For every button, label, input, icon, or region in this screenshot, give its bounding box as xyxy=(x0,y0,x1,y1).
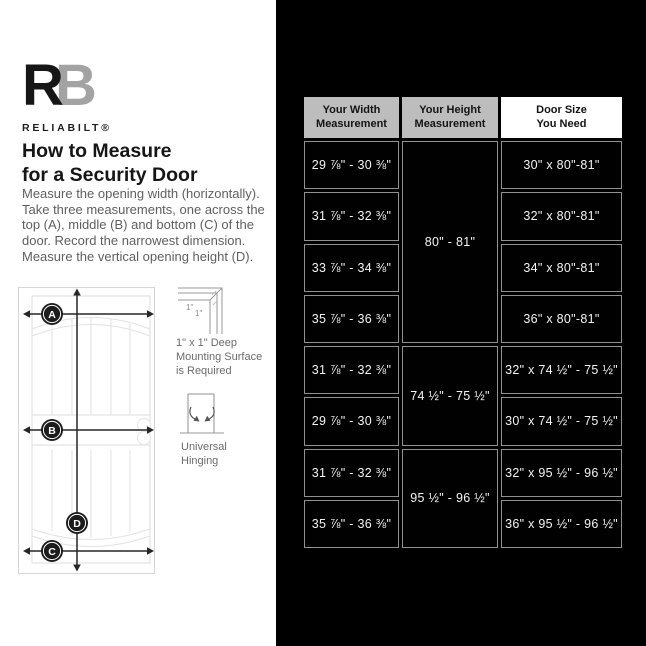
hinging-note-line: Universal xyxy=(181,441,227,453)
hinging-note-line: Hinging xyxy=(181,455,219,467)
size-chart-panel: Your Width Measurement Your Height Measu… xyxy=(276,0,646,646)
width-cell: 29 ⅞" - 30 ⅜" xyxy=(304,141,399,190)
mounting-note-line: Mounting Surface xyxy=(176,351,263,363)
measure-point-a-badge: A xyxy=(41,303,63,325)
width-cell: 29 ⅞" - 30 ⅜" xyxy=(304,397,399,446)
door-size-cell: 32" x 95 ½" - 96 ½" xyxy=(501,448,622,497)
instructions-line: Measure the vertical opening height (D). xyxy=(22,248,254,264)
height-cell: 80" - 81" xyxy=(402,141,498,343)
svg-text:1": 1" xyxy=(195,309,202,318)
svg-text:D: D xyxy=(73,518,81,530)
mounting-surface-note: 1" x 1" Deep Mounting Surface is Require… xyxy=(176,336,262,378)
door-size-cell: 30" x 80"-81" xyxy=(501,141,622,190)
door-size-cell: 32" x 80"-81" xyxy=(501,192,622,241)
instructions-line: door. Record the narrowest dimension. xyxy=(22,233,246,249)
universal-hinging-note: Universal Hinging xyxy=(181,440,227,468)
universal-hinging-icon xyxy=(180,393,224,434)
svg-text:A: A xyxy=(48,309,56,321)
width-cell: 31 ⅞" - 32 ⅜" xyxy=(304,346,399,395)
door-size-cell: 34" x 80"-81" xyxy=(501,243,622,292)
instructions-line: Measure the opening width (horizontally)… xyxy=(22,186,260,201)
width-cell: 31 ⅞" - 32 ⅜" xyxy=(304,448,399,497)
mounting-note-line: 1" x 1" Deep xyxy=(176,337,238,349)
door-size-cell: 30" x 74 ½" - 75 ½" xyxy=(501,397,622,446)
reliabilt-logo: B R RELIABILT® xyxy=(22,56,122,135)
door-size-cell: 36" x 80"-81" xyxy=(501,294,622,343)
width-cell: 33 ⅞" - 34 ⅜" xyxy=(304,243,399,292)
col-header-height: Your Height Measurement xyxy=(402,97,498,138)
width-cell: 31 ⅞" - 32 ⅜" xyxy=(304,192,399,241)
door-size-cell: 32" x 74 ½" - 75 ½" xyxy=(501,346,622,395)
svg-text:B: B xyxy=(48,425,56,437)
instructions-line: Take three measurements, one across the xyxy=(22,201,265,217)
col-header-width: Your Width Measurement xyxy=(304,97,399,138)
measure-point-c-badge: C xyxy=(41,540,63,562)
measuring-instructions: Measure the opening width (horizontally)… xyxy=(22,186,265,265)
door-size-cell: 36" x 95 ½" - 96 ½" xyxy=(501,499,622,548)
width-cell: 35 ⅞" - 36 ⅜" xyxy=(304,499,399,548)
reliabilt-logo-mark: B R xyxy=(22,56,122,120)
width-cell: 35 ⅞" - 36 ⅜" xyxy=(304,294,399,343)
svg-text:C: C xyxy=(48,546,56,558)
svg-text:1": 1" xyxy=(186,303,193,312)
door-measurement-diagram-icon: A B C D xyxy=(18,287,155,574)
brand-name: RELIABILT® xyxy=(22,122,112,134)
door-size-table: Your Width Measurement Your Height Measu… xyxy=(304,97,622,548)
height-cell: 74 ½" - 75 ½" xyxy=(402,346,498,446)
instructions-panel: B R RELIABILT® How to Measure for a Secu… xyxy=(0,0,276,646)
page-title-line2: for a Security Door xyxy=(22,163,198,186)
logo-letter-r: R xyxy=(22,53,64,118)
measure-point-b-badge: B xyxy=(41,419,63,441)
mounting-note-line: is Required xyxy=(176,365,232,377)
measure-point-d-badge: D xyxy=(66,512,88,534)
col-header-door-size: Door Size You Need xyxy=(501,97,622,138)
page-title: How to Measure for a Security Door xyxy=(22,140,198,187)
mounting-corner-icon: 1" 1" xyxy=(178,287,223,334)
page-title-line1: How to Measure xyxy=(22,140,172,162)
logo-letter-b: B xyxy=(55,53,97,118)
height-cell: 95 ½" - 96 ½" xyxy=(402,448,498,548)
instructions-line: top (A), middle (B) and bottom (C) of th… xyxy=(22,217,254,233)
